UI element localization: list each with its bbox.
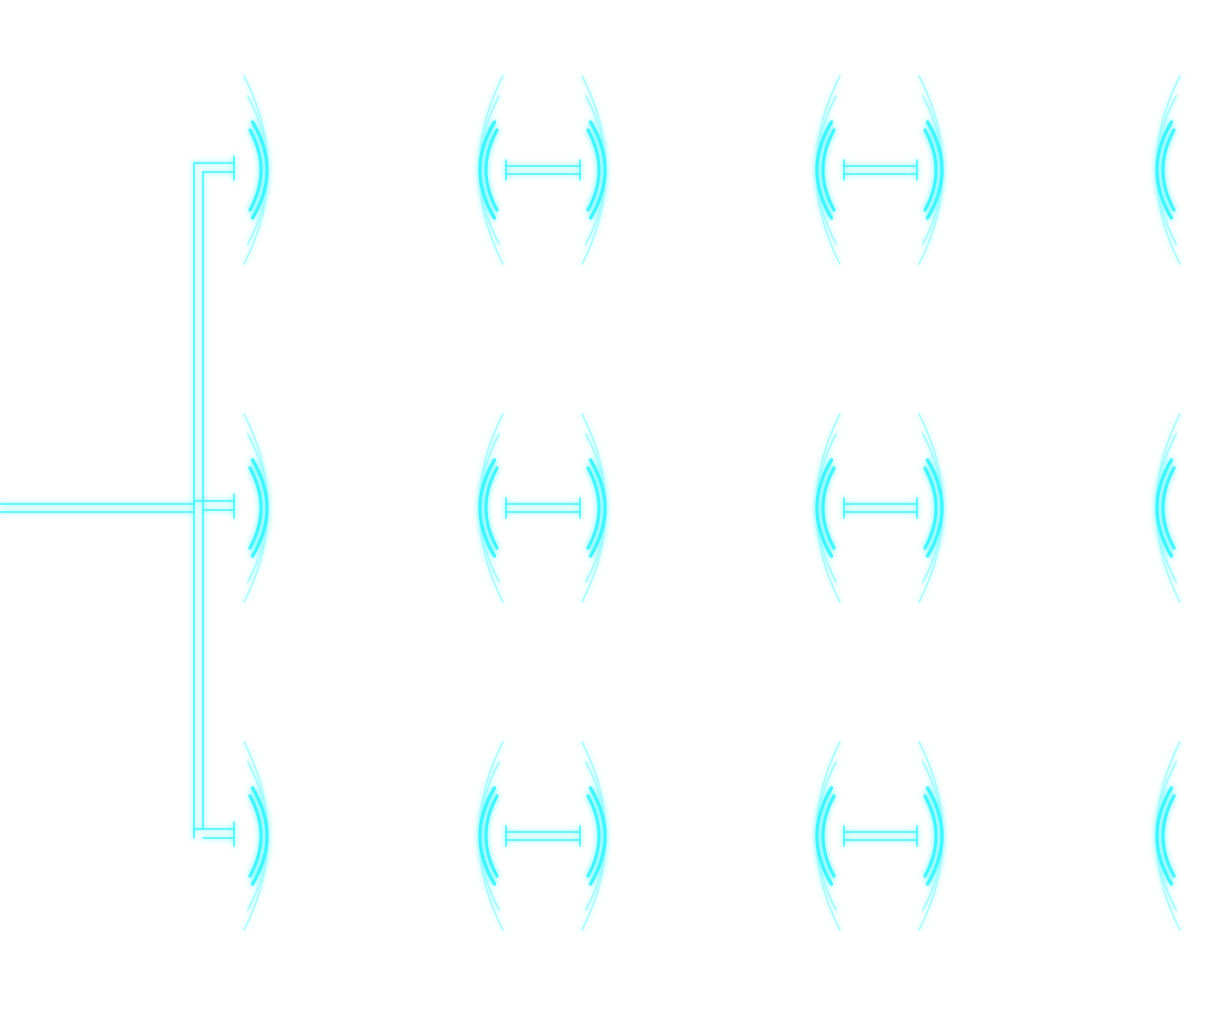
bracket-close-r2-c2-arc-2 <box>1155 786 1174 886</box>
bracket-open-r1-c1-arc-2 <box>588 458 607 558</box>
bracket-close-r1-c0-core-arc <box>484 466 499 550</box>
bracket-close-r2-c0-arc-2 <box>478 786 497 886</box>
bracket-open-r1-c1-core-arc <box>586 466 601 550</box>
bracket-open-r2-c0-arc-2 <box>250 786 269 886</box>
bracket-open-r0-c0-arc-2 <box>250 120 269 220</box>
bracket-close-r0-c2-arc-2 <box>1155 120 1174 220</box>
bracket-close-r2-c2-arc-0 <box>1155 741 1181 931</box>
bracket-open-r2-c1-core-arc <box>586 794 601 878</box>
bracket-open-r2-c0-arc-0 <box>243 741 269 931</box>
bracket-close-r0-c0-arc-0 <box>478 75 504 265</box>
bracket-close-r1-c1-arc-2 <box>815 458 834 558</box>
bracket-open-r0-c1-arc-0 <box>581 75 607 265</box>
bracket-open-r1-c0-arc-1 <box>247 433 269 583</box>
bracket-close-r0-c1-core-arc <box>821 128 836 212</box>
bracket-open-r0-c2-arc-2 <box>925 120 944 220</box>
bracket-close-r1-c0-arc-2 <box>478 458 497 558</box>
bracket-open-r1-c0-core-arc <box>248 466 263 550</box>
bracket-open-r2-c1-arc-2 <box>588 786 607 886</box>
bracket-open-r0-c1-arc-1 <box>585 95 607 245</box>
bracket-close-r2-c0-core-arc <box>484 794 499 878</box>
bracket-open-r2-c1-arc-1 <box>585 761 607 911</box>
bracket-open-r2-c0-core-arc <box>248 794 263 878</box>
bracket-close-r2-c2-core-arc <box>1161 794 1176 878</box>
glow-layer <box>0 75 1181 931</box>
bracket-close-r0-c0-core-arc <box>484 128 499 212</box>
bracket-open-r1-c2-arc-2 <box>925 458 944 558</box>
bracket-open-r1-c0-arc-0 <box>243 413 269 603</box>
bracket-close-r1-c0-arc-0 <box>478 413 504 603</box>
bracket-open-r1-c2-core-arc <box>923 466 938 550</box>
bracket-open-r1-c0-arc-2 <box>250 458 269 558</box>
bracket-close-r1-c0-arc-1 <box>478 433 500 583</box>
bracket-close-r0-c0-arc-1 <box>478 95 500 245</box>
bracket-open-r1-c2-arc-0 <box>918 413 944 603</box>
bracket-close-r1-c2-core-arc <box>1161 466 1176 550</box>
bracket-open-r1-c2-arc-1 <box>922 433 944 583</box>
bracket-open-r0-c0-arc-1 <box>247 95 269 245</box>
bracket-close-r2-c0-arc-0 <box>478 741 504 931</box>
bracket-open-r2-c2-core-arc <box>923 794 938 878</box>
bracket-open-r1-c1-arc-0 <box>581 413 607 603</box>
bracket-open-r0-c2-core-arc <box>923 128 938 212</box>
bracket-open-r0-c0-core-arc <box>248 128 263 212</box>
bracket-close-r0-c2-arc-1 <box>1155 95 1177 245</box>
bracket-open-r2-c2-arc-1 <box>922 761 944 911</box>
bracket-close-r0-c1-arc-1 <box>815 95 837 245</box>
bracket-close-r2-c1-arc-0 <box>815 741 841 931</box>
bracket-open-r2-c1-arc-0 <box>581 741 607 931</box>
bracket-close-r0-c1-arc-2 <box>815 120 834 220</box>
bracket-close-r2-c0-arc-1 <box>478 761 500 911</box>
bracket-open-r1-c1-arc-1 <box>585 433 607 583</box>
bracket-close-r0-c2-core-arc <box>1161 128 1176 212</box>
bracket-close-r2-c2-arc-1 <box>1155 761 1177 911</box>
bracket-close-r2-c1-core-arc <box>821 794 836 878</box>
bracket-open-r0-c1-arc-2 <box>588 120 607 220</box>
bracket-open-r0-c1-core-arc <box>586 128 601 212</box>
bracket-close-r0-c2-arc-0 <box>1155 75 1181 265</box>
bracket-open-r0-c2-arc-1 <box>922 95 944 245</box>
bracket-close-r1-c2-arc-0 <box>1155 413 1181 603</box>
bracket-close-r0-c0-arc-2 <box>478 120 497 220</box>
bracket-close-r1-c1-arc-0 <box>815 413 841 603</box>
bracket-close-r1-c1-arc-1 <box>815 433 837 583</box>
bracket-open-r0-c2-arc-0 <box>918 75 944 265</box>
bracket-close-r1-c1-core-arc <box>821 466 836 550</box>
bracket-close-r0-c1-arc-0 <box>815 75 841 265</box>
bracket-close-r1-c2-arc-1 <box>1155 433 1177 583</box>
bracket-open-r0-c0-arc-0 <box>243 75 269 265</box>
bracket-close-r2-c1-arc-1 <box>815 761 837 911</box>
bracket-open-r2-c2-arc-2 <box>925 786 944 886</box>
bracket-close-r2-c1-arc-2 <box>815 786 834 886</box>
bracket-open-r2-c2-arc-0 <box>918 741 944 931</box>
bracket-open-r2-c0-arc-1 <box>247 761 269 911</box>
bracket-close-r1-c2-arc-2 <box>1155 458 1174 558</box>
